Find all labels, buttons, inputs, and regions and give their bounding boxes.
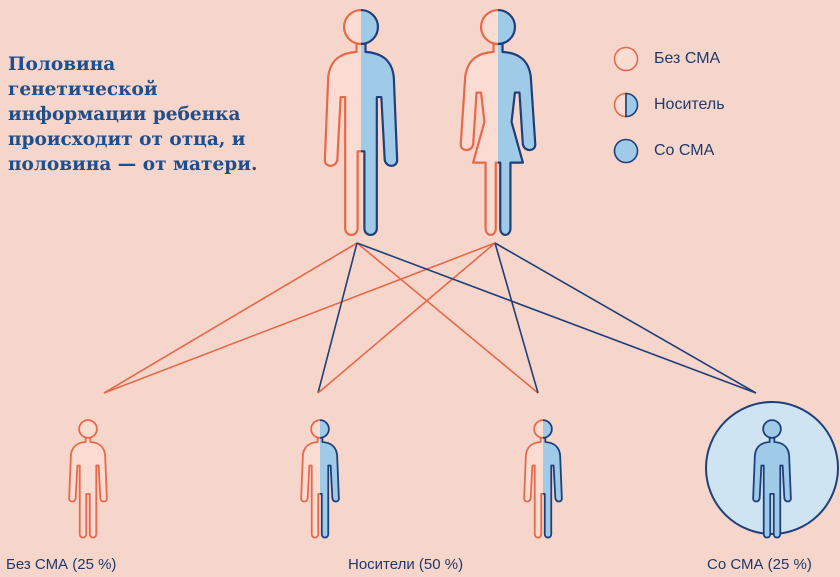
line-father-to-child-1 <box>103 242 358 394</box>
body-shape <box>752 436 792 539</box>
headline-line: происходит от отца, и <box>8 129 246 150</box>
headline-line: информации ребенка <box>8 104 241 125</box>
empty-circle-icon <box>613 46 639 72</box>
child-figure-icon-1 <box>68 419 108 539</box>
head-shape <box>533 419 543 439</box>
legend-item-affected: Со СМА <box>612 138 725 164</box>
legend-item-unaffected: Без СМА <box>612 46 725 72</box>
body-shape <box>323 42 361 237</box>
caption-affected: Со СМА (25 %) <box>707 556 812 573</box>
headline-line: Половина <box>8 54 116 75</box>
child-figure-icon-2 <box>300 419 340 539</box>
head-shape <box>320 419 330 439</box>
head-shape <box>361 8 380 46</box>
line-father-to-child-3 <box>356 242 539 394</box>
body-shape <box>523 436 543 539</box>
line-mother-to-child-4 <box>494 242 757 394</box>
body-shape <box>320 436 340 539</box>
caption-unaffected: Без СМА (25 %) <box>6 556 117 573</box>
body-shape <box>498 42 537 236</box>
child-figure-icon-4 <box>752 419 792 539</box>
parents-group <box>323 8 537 237</box>
legend-label: Носитель <box>654 96 725 113</box>
legend: Без СМА Носитель Со СМА <box>612 46 725 184</box>
head-shape <box>310 419 320 439</box>
child-figure-icon-3 <box>523 419 563 539</box>
body-shape <box>361 42 399 237</box>
line-father-to-child-2 <box>317 242 358 394</box>
filled-circle-icon <box>613 138 639 164</box>
inheritance-lines <box>103 242 757 394</box>
body-shape <box>543 436 563 539</box>
mother-figure-icon <box>459 8 537 236</box>
head-shape <box>498 8 517 46</box>
legend-label: Со СМА <box>654 142 715 159</box>
headline: Половина генетической информации ребенка… <box>8 52 288 177</box>
headline-line: генетической <box>8 79 158 100</box>
head-shape <box>342 8 361 46</box>
caption-carriers: Носители (50 %) <box>348 556 464 573</box>
body-shape <box>459 42 498 236</box>
head-shape <box>543 419 553 439</box>
headline-line: половина — от матери. <box>8 154 258 175</box>
line-mother-to-child-2 <box>317 242 496 394</box>
half-filled-circle-icon <box>613 92 639 118</box>
legend-label: Без СМА <box>654 50 721 67</box>
father-figure-icon <box>323 8 399 237</box>
body-shape <box>68 436 108 539</box>
legend-item-carrier: Носитель <box>612 92 725 118</box>
line-father-to-child-4 <box>356 242 757 394</box>
line-mother-to-child-3 <box>494 242 539 394</box>
head-shape <box>78 419 98 439</box>
head-shape <box>479 8 498 46</box>
children-group <box>68 401 839 539</box>
head-shape <box>762 419 782 439</box>
body-shape <box>300 436 320 539</box>
line-mother-to-child-1 <box>103 242 496 394</box>
